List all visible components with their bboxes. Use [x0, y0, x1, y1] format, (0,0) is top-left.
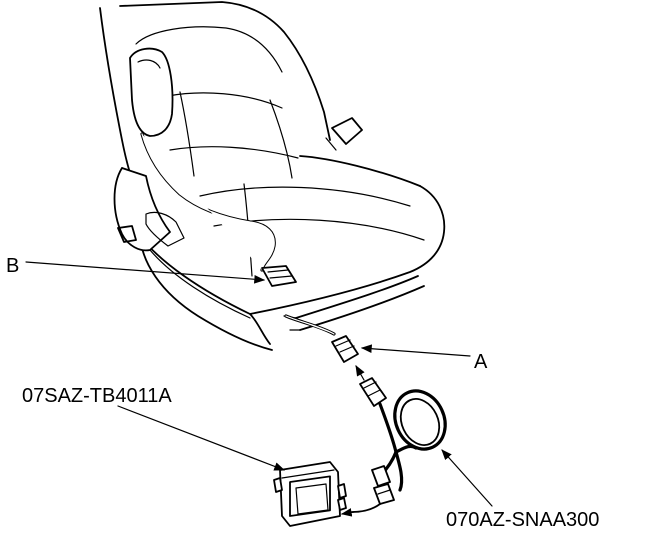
leader-line-b [25, 261, 266, 284]
label-b: B [6, 255, 19, 277]
label-harness: 070AZ-SNAA300 [446, 509, 599, 531]
label-a: A [474, 351, 488, 373]
label-tool-unit: 07SAZ-TB4011A [22, 385, 172, 407]
callout-harness: 070AZ-SNAA300 [441, 449, 599, 531]
seat-illustration [99, 1, 446, 351]
connector-a [331, 335, 359, 363]
leader-line-tool-unit [117, 405, 286, 471]
unit-connection-arrow [340, 508, 355, 517]
test-tool-unit [273, 461, 347, 527]
callout-a: A [360, 344, 488, 373]
test-harness [351, 377, 447, 513]
callout-b: B [6, 255, 266, 284]
leader-line-a [360, 344, 471, 357]
connection-arrow [355, 365, 365, 381]
leader-line-harness [441, 449, 493, 507]
callout-tool-unit: 07SAZ-TB4011A [22, 385, 286, 471]
connector-b [261, 265, 297, 287]
